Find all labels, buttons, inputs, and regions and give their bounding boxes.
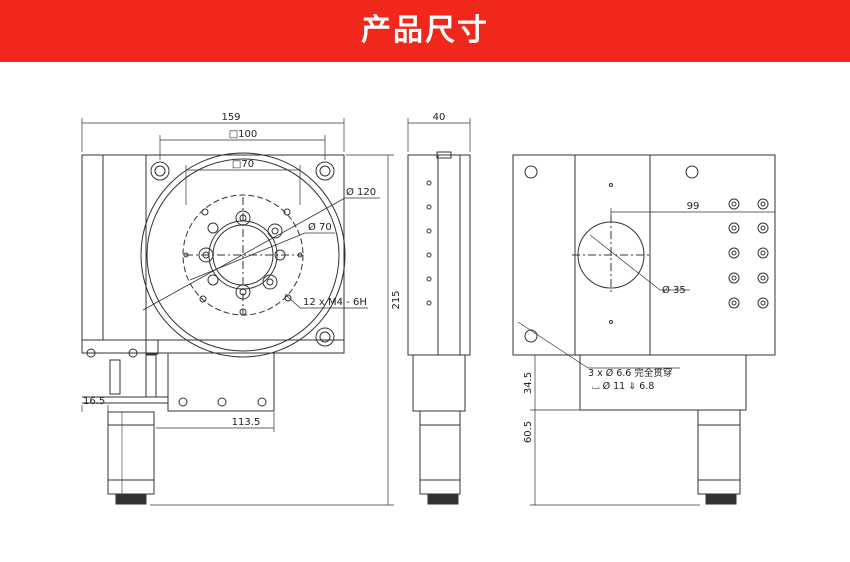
side-motor	[419, 410, 461, 495]
small-screw	[86, 348, 96, 358]
top-hole	[685, 165, 699, 179]
corner-hole	[319, 331, 331, 343]
top-view	[512, 154, 776, 506]
page-title: 产品尺寸	[361, 13, 489, 48]
bracket-screw	[217, 397, 227, 407]
side-bracket	[412, 354, 466, 412]
dim-base-length-label: 113.5	[232, 417, 261, 428]
rotary-table-outer	[140, 152, 346, 358]
top-hole	[524, 329, 538, 343]
dim-dia-outer-label: Ø 120	[346, 186, 376, 198]
side-dot	[426, 300, 432, 306]
left-plate	[109, 359, 121, 395]
side-hole-array	[728, 198, 769, 309]
bracket-screw	[178, 397, 188, 407]
corner-hole	[150, 161, 170, 181]
counterbore-note: ⌴ Ø 11 ⇓ 6.8	[592, 381, 654, 392]
bracket-screw	[257, 397, 267, 407]
side-dot	[426, 252, 432, 258]
motor-bracket	[167, 352, 275, 412]
dim-dia-pcd-label: Ø 70	[308, 221, 332, 233]
side-dot	[426, 228, 432, 234]
motor-knob	[115, 493, 147, 505]
top-dot	[609, 320, 613, 324]
corner-hole	[315, 327, 335, 347]
dim-height-label: 215	[391, 290, 402, 309]
side-dot	[426, 204, 432, 210]
dia70-leader	[189, 232, 306, 281]
dim-hole-offset-label: 99	[687, 201, 700, 212]
top-hole	[524, 165, 538, 179]
side-dot	[426, 276, 432, 282]
dim-square-outer-label: □100	[229, 129, 258, 140]
dim-thickness-label: 40	[433, 112, 446, 123]
dia35-leader	[589, 234, 661, 291]
corner-hole	[319, 165, 331, 177]
stepper-motor	[107, 411, 155, 495]
dim-square-inner-label: □70	[232, 159, 254, 170]
side-knob	[427, 493, 459, 505]
side-cap	[436, 151, 452, 159]
holes-note-label: 12 x M4 - 6H	[303, 297, 367, 308]
left-plate	[145, 354, 157, 398]
dim-upper-label: 34.5	[523, 372, 534, 394]
side-body	[407, 154, 471, 356]
top-motor	[697, 409, 741, 495]
top-knob	[705, 493, 737, 505]
side-view	[407, 118, 471, 505]
sensor-tab	[145, 339, 159, 355]
through-hole-note: 3 x Ø 6.6 完全贯穿	[588, 367, 672, 379]
corner-hole	[154, 165, 166, 177]
title-banner	[0, 0, 850, 62]
dim-bore-label: Ø 35	[662, 284, 686, 296]
side-dot	[426, 180, 432, 186]
front-view	[81, 118, 394, 506]
dia120-leader	[142, 197, 346, 311]
dim-lower-label: 60.5	[523, 421, 534, 443]
dim-offset-label: 16.5	[83, 396, 105, 407]
rotary-table-rim	[146, 158, 340, 352]
small-screw	[128, 348, 138, 358]
m4-leader	[284, 293, 301, 309]
hole-leader	[517, 321, 589, 369]
top-dot	[609, 183, 613, 187]
corner-hole	[315, 161, 335, 181]
dim-width-label: 159	[221, 112, 240, 123]
